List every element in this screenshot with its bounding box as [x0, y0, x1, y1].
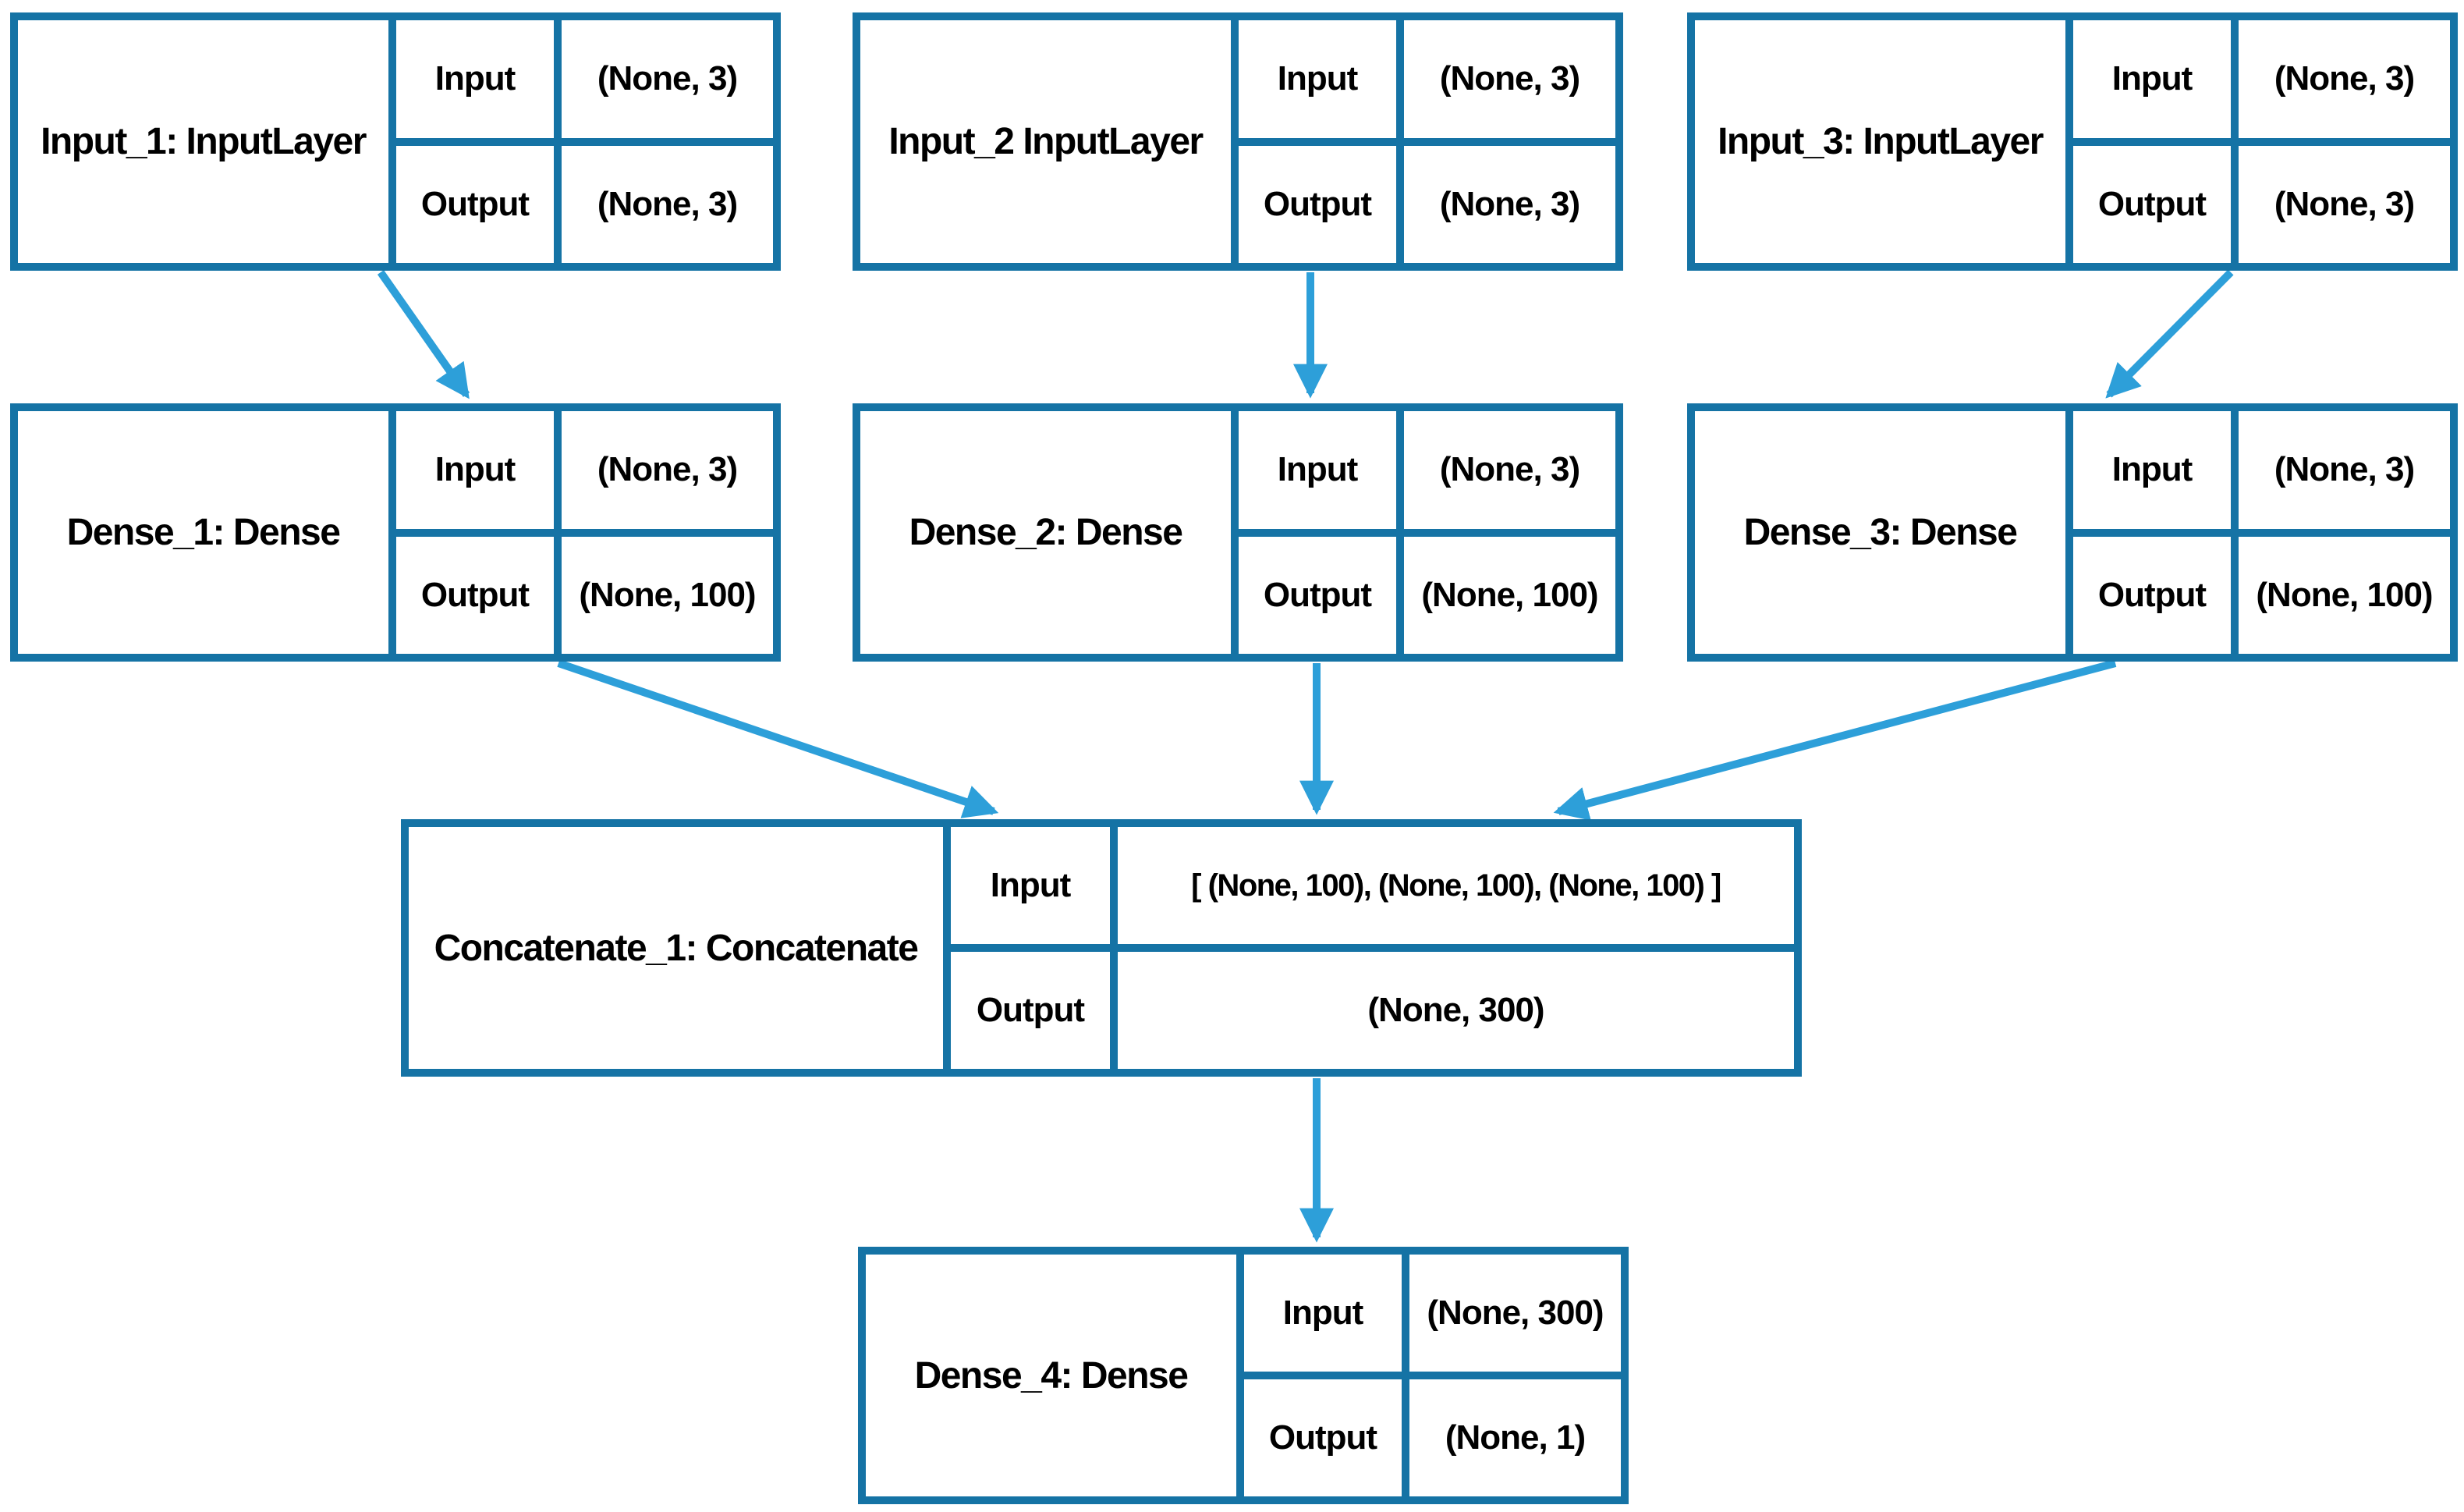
io-row-label: Input — [1239, 411, 1396, 529]
io-row-label: Output — [2073, 145, 2231, 263]
io-row-label: Input — [396, 411, 554, 529]
io-shape-value: [ (None, 100), (None, 100), (None, 100) … — [1118, 827, 1794, 944]
layer-name-label: Concatenate_1: Concatenate — [409, 827, 943, 1069]
io-shape-value: (None, 300) — [1118, 952, 1794, 1069]
layer-name-label: Input_1: InputLayer — [18, 20, 388, 263]
io-row-label: Output — [1239, 536, 1396, 654]
io-shape-value: (None, 100) — [562, 536, 773, 654]
io-shape-value: (None, 3) — [2239, 145, 2450, 263]
io-shape-value: (None, 100) — [2239, 536, 2450, 654]
layer-name-label: Input_2 InputLayer — [860, 20, 1231, 263]
layer-name-label: Dense_1: Dense — [18, 411, 388, 654]
arrow-input1-to-dense1 — [377, 270, 470, 399]
io-shape-value: (None, 3) — [1404, 20, 1615, 138]
layer-name-label: Input_3: InputLayer — [1695, 20, 2065, 263]
layer-node-input-1: Input_1: InputLayer Input (None, 3) Outp… — [10, 12, 781, 271]
io-shape-value: (None, 3) — [1404, 145, 1615, 263]
layer-node-concatenate-1: Concatenate_1: Concatenate Input [ (None… — [401, 819, 1802, 1077]
layer-name-label: Dense_3: Dense — [1695, 411, 2065, 654]
layer-node-input-2: Input_2 InputLayer Input (None, 3) Outpu… — [853, 12, 1623, 271]
io-row-label: Input — [951, 827, 1110, 944]
layer-node-input-3: Input_3: InputLayer Input (None, 3) Outp… — [1687, 12, 2458, 271]
layer-name-label: Dense_4: Dense — [866, 1255, 1236, 1496]
io-row-label: Output — [1244, 1379, 1402, 1496]
io-shape-value: (None, 3) — [1404, 411, 1615, 529]
io-shape-value: (None, 1) — [1409, 1379, 1621, 1496]
io-shape-value: (None, 3) — [562, 145, 773, 263]
layer-node-dense-4: Dense_4: Dense Input (None, 300) Output … — [858, 1247, 1629, 1504]
io-row-label: Output — [396, 536, 554, 654]
io-row-label: Input — [2073, 20, 2231, 138]
io-shape-value: (None, 3) — [2239, 411, 2450, 529]
layer-node-dense-3: Dense_3: Dense Input (None, 3) Output (N… — [1687, 403, 2458, 662]
io-shape-value: (None, 100) — [1404, 536, 1615, 654]
io-row-label: Output — [2073, 536, 2231, 654]
arrow-dense3-to-concatenate — [1553, 659, 2117, 821]
io-shape-value: (None, 300) — [1409, 1255, 1621, 1372]
layer-name-label: Dense_2: Dense — [860, 411, 1231, 654]
io-row-label: Output — [1239, 145, 1396, 263]
io-row-label: Output — [396, 145, 554, 263]
arrow-input3-to-dense3 — [2105, 269, 2234, 399]
io-row-label: Input — [396, 20, 554, 138]
io-shape-value: (None, 3) — [562, 20, 773, 138]
io-row-label: Input — [1239, 20, 1396, 138]
io-shape-value: (None, 3) — [562, 411, 773, 529]
io-row-label: Input — [1244, 1255, 1402, 1372]
io-row-label: Output — [951, 952, 1110, 1069]
io-row-label: Input — [2073, 411, 2231, 529]
io-shape-value: (None, 3) — [2239, 20, 2450, 138]
layer-node-dense-2: Dense_2: Dense Input (None, 3) Output (N… — [853, 403, 1623, 662]
arrow-dense1-to-concatenate — [557, 659, 999, 818]
layer-node-dense-1: Dense_1: Dense Input (None, 3) Output (N… — [10, 403, 781, 662]
